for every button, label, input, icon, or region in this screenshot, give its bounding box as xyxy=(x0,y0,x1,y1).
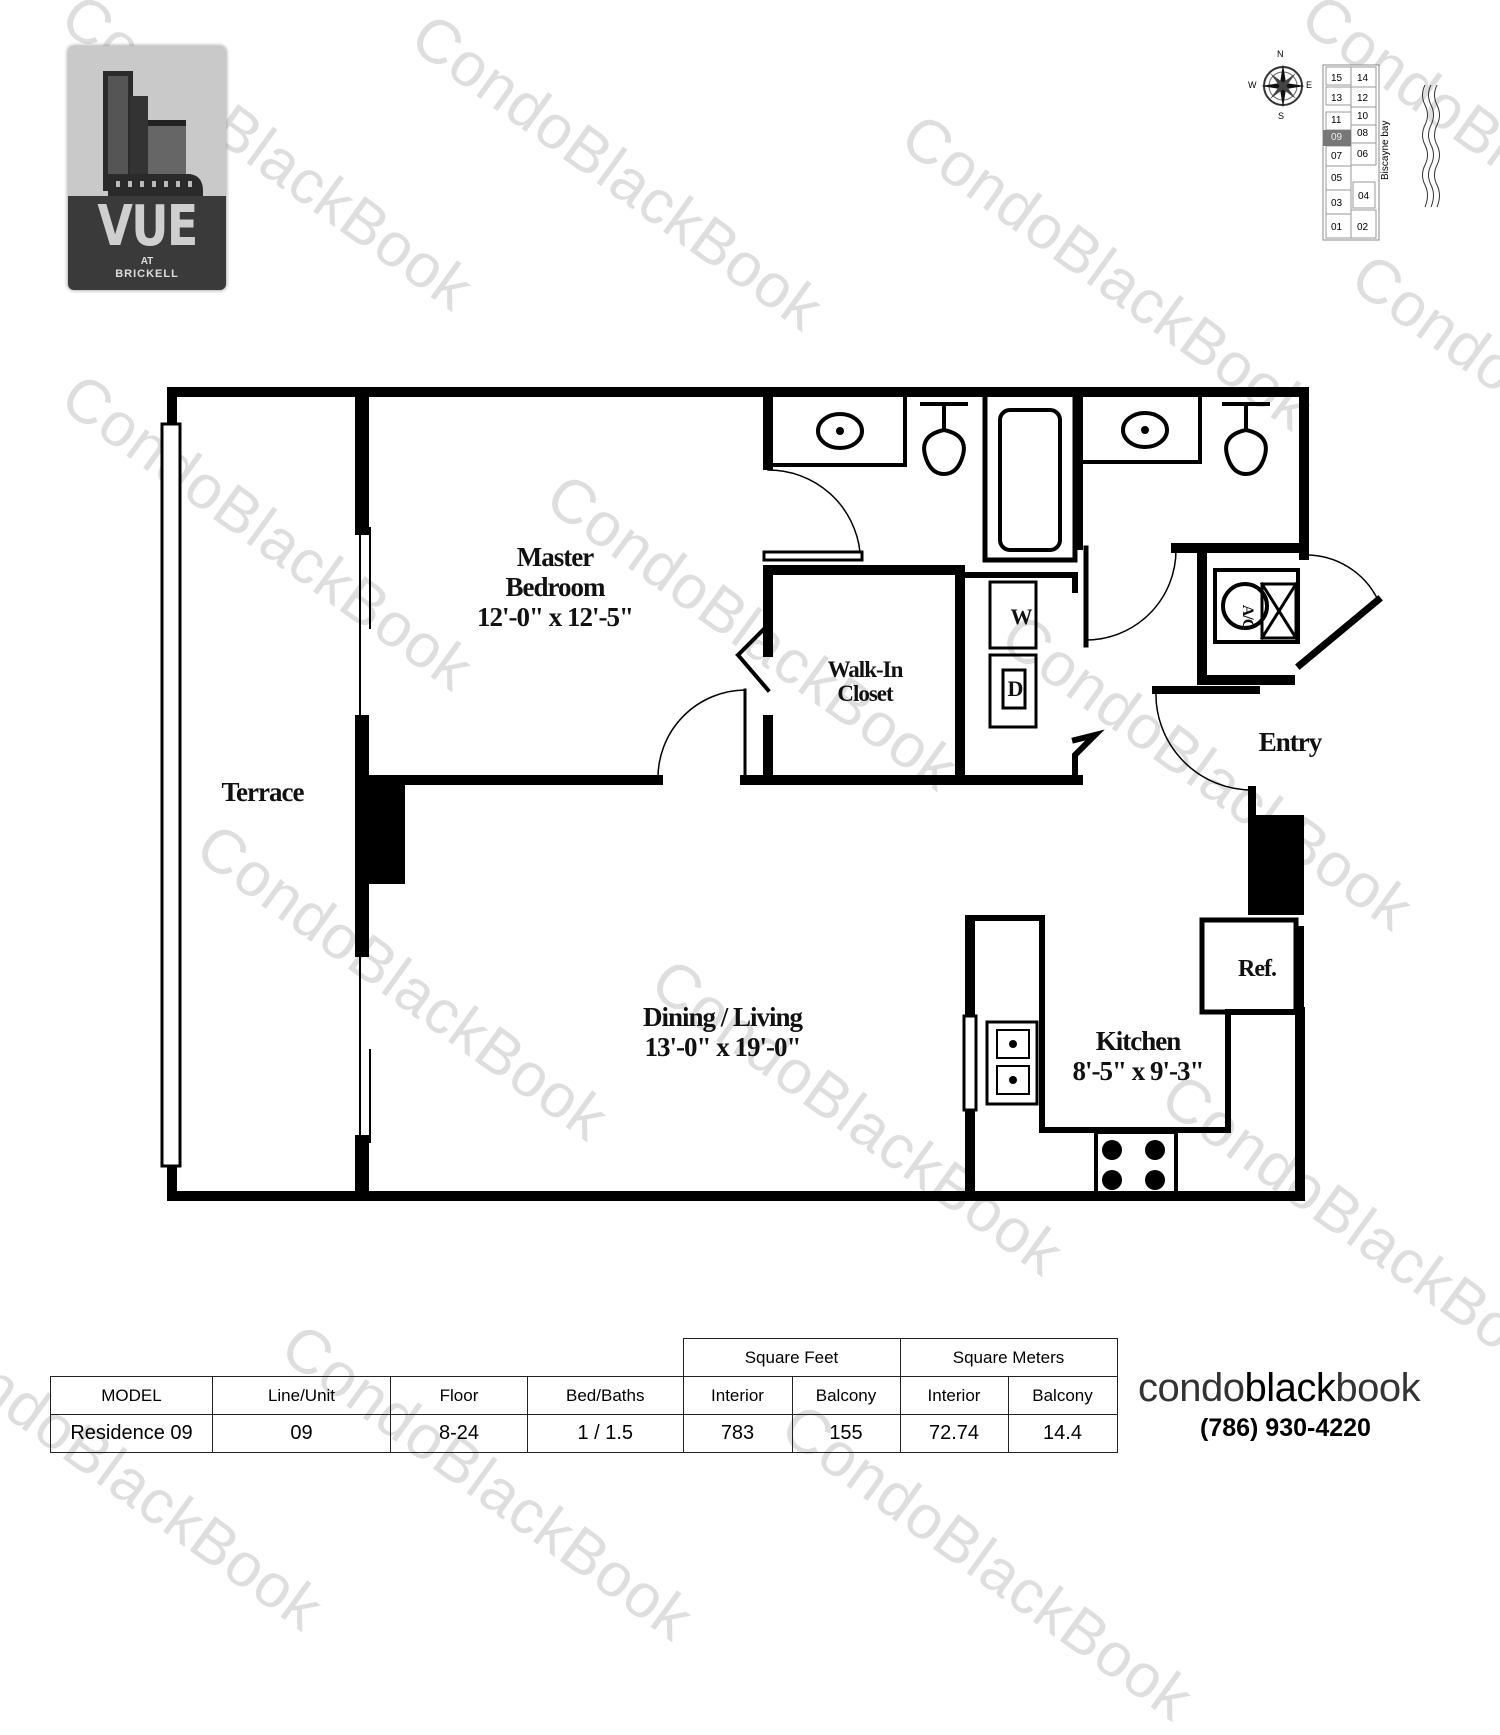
group-header-square-feet: Square Feet xyxy=(682,1338,901,1377)
room-dimensions: 8'-5" x 9'-3" xyxy=(1072,1056,1205,1086)
unit-spec-table: Square Feet Square Meters MODEL Line/Uni… xyxy=(50,1338,1118,1453)
room-name: Kitchen xyxy=(1095,1026,1182,1056)
room-master-bedroom: Master Bedroom 12'-0" x 12'-5" xyxy=(470,542,640,632)
header-floor: Floor xyxy=(390,1376,528,1415)
room-name: Master xyxy=(516,542,594,572)
unit-label: 06 xyxy=(1357,149,1369,160)
unit-label: 10 xyxy=(1357,111,1369,122)
unit-label: 05 xyxy=(1331,173,1343,184)
compass-w: W xyxy=(1248,80,1257,90)
ac-label: A/C xyxy=(1239,604,1256,630)
room-terrace: Terrace xyxy=(221,777,305,807)
room-entry: Entry xyxy=(1258,727,1323,757)
value-sqm-balcony: 14.4 xyxy=(1007,1414,1118,1453)
logo-name: VUE xyxy=(97,194,198,259)
water-waves xyxy=(1422,85,1440,208)
value-sqft-balcony: 155 xyxy=(791,1414,901,1453)
value-model: Residence 09 xyxy=(50,1414,213,1453)
key-plan: N S E W 15 14 13 12 11 10 09 08 07 06 05… xyxy=(1240,45,1460,245)
room-dining-living: Dining / Living 13'-0" x 19'-0" xyxy=(615,1002,830,1062)
header-model: MODEL xyxy=(50,1376,213,1415)
header-sqft-balcony: Balcony xyxy=(791,1376,901,1415)
room-dimensions: 13'-0" x 19'-0" xyxy=(644,1032,802,1062)
unit-label: 08 xyxy=(1357,128,1369,139)
unit-label: 15 xyxy=(1331,73,1343,84)
value-line-unit: 09 xyxy=(212,1414,391,1453)
logo-at: AT xyxy=(140,256,154,267)
brand-part: book xyxy=(1335,1366,1421,1410)
room-name: Walk-In xyxy=(827,657,904,682)
unit-label: 11 xyxy=(1331,115,1342,126)
unit-label: 12 xyxy=(1357,93,1369,104)
unit-label: 13 xyxy=(1331,93,1343,104)
header-sqm-balcony: Balcony xyxy=(1007,1376,1118,1415)
building-logo: VUE AT BRICKELL xyxy=(68,46,226,290)
header-sqm-interior: Interior xyxy=(899,1376,1009,1415)
brand-phone: (786) 930-4220 xyxy=(1200,1414,1371,1442)
value-floor: 8-24 xyxy=(390,1414,528,1453)
header-bed-baths: Bed/Baths xyxy=(527,1376,684,1415)
room-dimensions: 12'-0" x 12'-5" xyxy=(477,602,634,632)
brand-logo: condoblackbook xyxy=(1138,1366,1421,1411)
header-line-unit: Line/Unit xyxy=(212,1376,391,1415)
logo-location: BRICKELL xyxy=(115,268,179,280)
refrigerator-label: Ref. xyxy=(1238,956,1277,982)
washer-label: W xyxy=(1010,604,1033,629)
building-outline xyxy=(1322,64,1380,241)
compass-s: S xyxy=(1278,111,1285,121)
room-kitchen: Kitchen 8'-5" x 9'-3" xyxy=(1058,1026,1218,1086)
dryer-label: D xyxy=(1007,676,1024,701)
floor-plan xyxy=(160,387,1383,1201)
room-name: Bedroom xyxy=(505,572,606,602)
header-sqft-interior: Interior xyxy=(682,1376,793,1415)
room-walk-in-closet: Walk-In Closet xyxy=(805,658,925,706)
unit-label: 07 xyxy=(1331,151,1343,162)
room-name: Closet xyxy=(837,681,893,706)
room-name: Dining / Living xyxy=(642,1002,803,1032)
compass-n: N xyxy=(1277,49,1284,59)
compass-e: E xyxy=(1306,80,1313,90)
unit-label: 04 xyxy=(1358,191,1370,202)
value-sqm-interior: 72.74 xyxy=(899,1414,1009,1453)
value-sqft-interior: 783 xyxy=(682,1414,793,1453)
unit-label: 01 xyxy=(1331,222,1343,233)
unit-label: 14 xyxy=(1357,73,1369,84)
brand-part: condo xyxy=(1138,1366,1245,1410)
group-header-square-meters: Square Meters xyxy=(899,1338,1118,1377)
compass-rose-icon xyxy=(1261,64,1305,108)
unit-label: 03 xyxy=(1331,198,1343,209)
highlighted-unit xyxy=(1323,130,1351,146)
brand-part: black xyxy=(1244,1366,1336,1410)
unit-label: 02 xyxy=(1357,222,1369,233)
value-bed-baths: 1 / 1.5 xyxy=(527,1414,684,1453)
unit-label-highlighted: 09 xyxy=(1331,132,1343,143)
tower-illustration xyxy=(103,71,203,196)
